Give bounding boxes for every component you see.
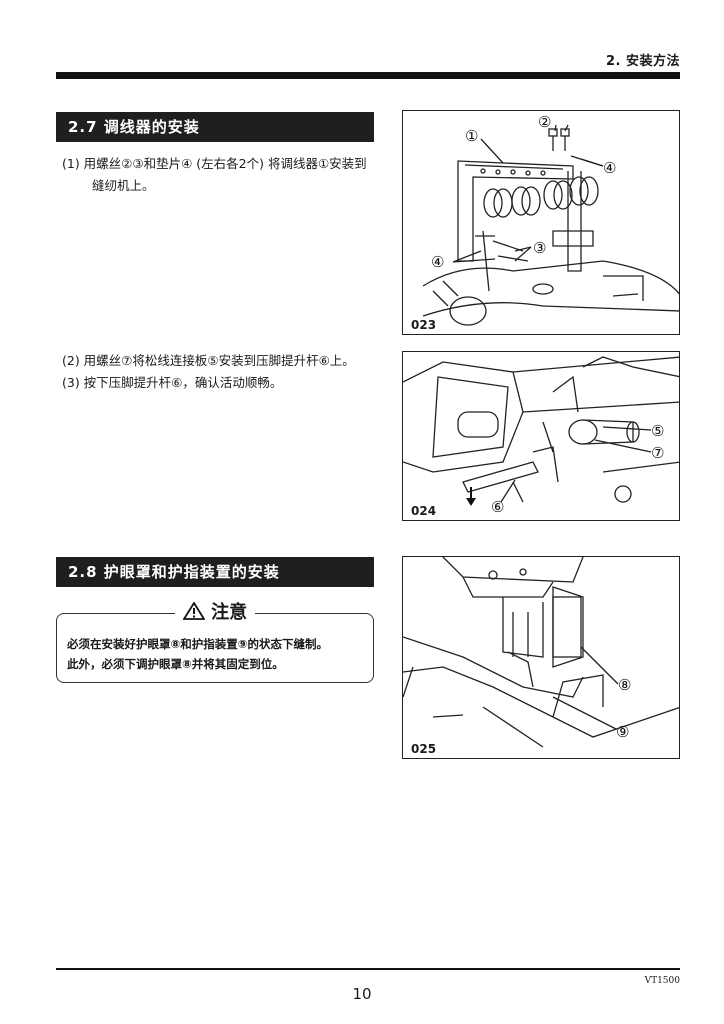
step-1-line-2: 缝纫机上。 [92,178,155,193]
figure-024: ⑤ ⑦ ⑥ 024 [402,351,680,521]
figure-025: ⑧ ⑨ 025 [402,556,680,759]
figure-023: ① ② ③ ④ ④ 023 [402,110,680,335]
step-3: (3) 按下压脚提升杆⑥，确认活动顺畅。 [62,375,283,390]
caution-title: 注意 [57,598,373,624]
steps-2-3: (2) 用螺丝⑦将松线连接板⑤安装到压脚提升杆⑥上。 (3) 按下压脚提升杆⑥，… [62,350,402,394]
figure-025-illustration: ⑧ ⑨ [403,557,679,748]
figure-025-label: 025 [409,742,439,756]
callout-9: ⑨ [616,723,629,741]
section-heading-2-8: 2.8 护眼罩和护指装置的安装 [56,557,374,587]
caution-line-1: 必须在安装好护眼罩⑧和护指装置⑨的状态下缝制。 [67,637,328,651]
figure-023-label: 023 [409,318,439,332]
chapter-header: 2. 安装方法 [605,54,680,69]
warning-icon [182,601,206,620]
caution-line-2: 此外，必须下调护眼罩⑧并将其固定到位。 [67,657,284,671]
figure-024-illustration: ⑤ ⑦ ⑥ [403,356,679,516]
step-2: (2) 用螺丝⑦将松线连接板⑤安装到压脚提升杆⑥上。 [62,353,355,368]
step-1-line-1: (1) 用螺丝②③和垫片④ (左右各2个) 将调线器①安装到 [62,156,367,171]
model-number: VT1500 [644,976,680,986]
page-number: 10 [352,985,372,1003]
caution-box: 注意 必须在安装好护眼罩⑧和护指装置⑨的状态下缝制。 此外，必须下调护眼罩⑧并将… [56,601,374,683]
footer-rule [56,968,680,970]
callout-5: ⑤ [651,422,664,440]
callout-1: ① [465,127,478,145]
caution-text: 必须在安装好护眼罩⑧和护指装置⑨的状态下缝制。 此外，必须下调护眼罩⑧并将其固定… [67,634,328,674]
header-rule [56,72,680,79]
callout-8: ⑧ [618,676,631,694]
callout-3: ③ [533,239,546,257]
figure-023-illustration: ① ② ③ ④ ④ [422,113,679,326]
callout-2: ② [538,113,551,131]
callout-6: ⑥ [491,498,504,516]
callout-4b: ④ [431,253,444,271]
step-1: (1) 用螺丝②③和垫片④ (左右各2个) 将调线器①安装到 缝纫机上。 [62,153,402,197]
callout-4a: ④ [603,159,616,177]
figure-024-label: 024 [409,504,439,518]
callout-7: ⑦ [651,444,664,462]
caution-title-text: 注意 [211,602,248,623]
section-heading-2-7: 2.7 调线器的安装 [56,112,374,142]
